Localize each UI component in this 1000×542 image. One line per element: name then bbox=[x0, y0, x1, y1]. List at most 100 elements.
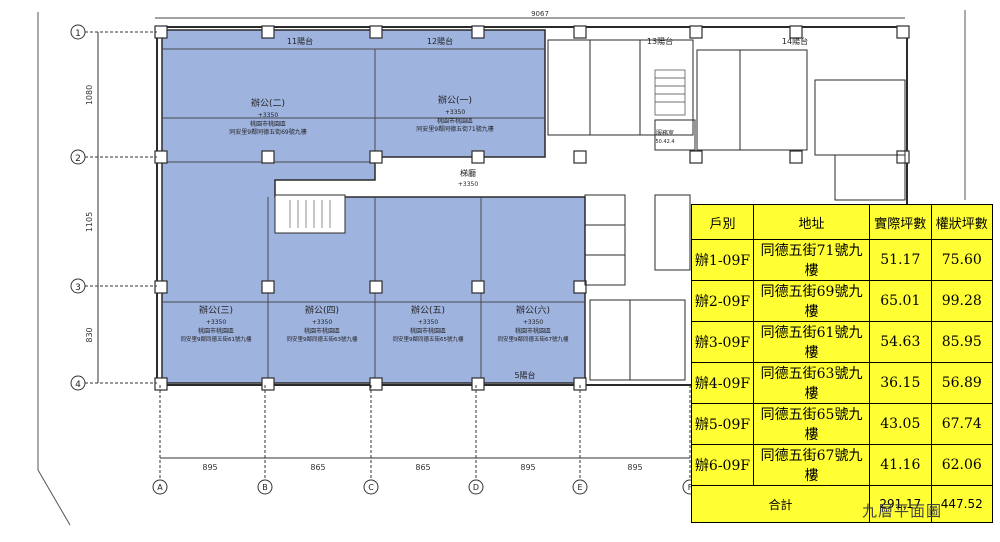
dim-left-3: 830 bbox=[85, 327, 94, 342]
office-5-address: 同安里9鄰同德五街65號九樓 bbox=[393, 335, 464, 343]
grid-col-b: B bbox=[262, 483, 268, 492]
office-6-org: 桃園市桃園區 bbox=[515, 327, 551, 335]
dim-bottom-4: 895 bbox=[520, 463, 535, 472]
dim-bottom-2: 865 bbox=[310, 463, 325, 472]
unit-address: 同德五街65號九樓 bbox=[752, 403, 871, 445]
office-2-elev: +3350 bbox=[258, 112, 278, 119]
unit-address: 同德五街69號九樓 bbox=[752, 280, 871, 322]
office-1-address: 同安里9鄰同德五街71號九樓 bbox=[416, 125, 493, 133]
office-3-name: 辦公(三) bbox=[199, 304, 233, 316]
balcony-13: 13陽台 bbox=[647, 36, 673, 46]
office-2-address: 同安里9鄰同德五街69號九樓 bbox=[229, 128, 306, 136]
header-address: 地址 bbox=[752, 204, 871, 240]
office-1-org: 桃園市桃園區 bbox=[437, 117, 473, 125]
table-total-row: 合計 291.17 447.52 bbox=[690, 485, 994, 523]
unit-deed-area: 67.74 bbox=[930, 403, 994, 445]
office-3-elev: +3350 bbox=[206, 319, 226, 326]
grid-row-3: 3 bbox=[75, 283, 81, 293]
unit-actual-area: 51.17 bbox=[869, 239, 932, 281]
grid-col-f: F bbox=[688, 483, 693, 492]
total-deed: 447.52 bbox=[930, 485, 994, 523]
unit-actual-area: 41.16 bbox=[869, 444, 932, 486]
grid-row-2: 2 bbox=[75, 154, 81, 164]
header-actual: 實際坪數 bbox=[869, 204, 932, 240]
office-3-org: 桃園市桃園區 bbox=[198, 327, 234, 335]
table-row: 辦6-09F 同德五街67號九樓 41.16 62.06 bbox=[691, 444, 994, 486]
unit-actual-area: 36.15 bbox=[869, 362, 932, 404]
grid-col-d: D bbox=[473, 483, 479, 492]
unit-id: 辦4-09F bbox=[691, 362, 754, 404]
unit-actual-area: 65.01 bbox=[869, 280, 932, 322]
grid-col-e: E bbox=[577, 483, 582, 492]
office-1-elev: +3350 bbox=[445, 109, 465, 116]
grid-row-1: 1 bbox=[75, 29, 81, 39]
dim-left-2: 1105 bbox=[85, 212, 94, 232]
unit-address: 同德五街67號九樓 bbox=[752, 444, 871, 486]
office-6-elev: +3350 bbox=[523, 319, 543, 326]
unit-address: 同德五街63號九樓 bbox=[752, 362, 871, 404]
dim-bottom-5: 895 bbox=[627, 463, 642, 472]
balcony-12: 12陽台 bbox=[427, 36, 453, 46]
office-1-name: 辦公(一) bbox=[438, 94, 472, 106]
unit-deed-area: 85.95 bbox=[930, 321, 994, 363]
unit-id: 辦3-09F bbox=[691, 321, 754, 363]
table-row: 辦5-09F 同德五街65號九樓 43.05 67.74 bbox=[691, 403, 994, 445]
office-2-name: 辦公(二) bbox=[251, 97, 285, 109]
unit-address: 同德五街71號九樓 bbox=[752, 239, 871, 281]
balcony-5: 5陽台 bbox=[514, 370, 535, 380]
office-5-elev: +3350 bbox=[418, 319, 438, 326]
unit-id: 辦6-09F bbox=[691, 444, 754, 486]
dim-left-1: 1080 bbox=[85, 85, 94, 105]
grid-rows bbox=[70, 24, 157, 391]
service-rooms bbox=[547, 39, 906, 381]
corridor-elev: +3350 bbox=[458, 181, 478, 188]
office-6-address: 同安里9鄰同德五街67號九樓 bbox=[498, 335, 569, 343]
unit-id: 辦2-09F bbox=[691, 280, 754, 322]
office-2-org: 桃園市桃園區 bbox=[250, 120, 286, 128]
grid-cols bbox=[152, 385, 913, 495]
table-row: 辦3-09F 同德五街61號九樓 54.63 85.95 bbox=[691, 321, 994, 363]
top-dimension: 9067 bbox=[531, 10, 549, 18]
dim-bottom-1: 895 bbox=[202, 463, 217, 472]
corridor-label: 梯廳 bbox=[460, 168, 476, 178]
office-4-elev: +3350 bbox=[312, 319, 332, 326]
grid-col-c: C bbox=[368, 483, 374, 492]
unit-actual-area: 43.05 bbox=[869, 403, 932, 445]
table-row: 辦2-09F 同德五街69號九樓 65.01 99.28 bbox=[691, 280, 994, 322]
balcony-14: 14陽台 bbox=[782, 36, 808, 46]
unit-deed-area: 56.89 bbox=[930, 362, 994, 404]
office-5-org: 桃園市桃園區 bbox=[410, 327, 446, 335]
stair-core bbox=[274, 194, 346, 234]
unit-id: 辦5-09F bbox=[691, 403, 754, 445]
office-4-org: 桃園市桃園區 bbox=[304, 327, 340, 335]
unit-area-table: 戶別 地址 實際坪數 權狀坪數 辦1-09F 同德五街71號九樓 51.17 7… bbox=[690, 204, 994, 523]
office-4-address: 同安里9鄰同德五街63號九樓 bbox=[287, 335, 358, 343]
unit-address: 同德五街61號九樓 bbox=[752, 321, 871, 363]
office-3-address: 同安里9鄰同德五街61號九樓 bbox=[181, 335, 252, 343]
table-header-row: 戶別 地址 實際坪數 權狀坪數 bbox=[691, 204, 994, 240]
unit-deed-area: 62.06 bbox=[930, 444, 994, 486]
unit-id: 辦1-09F bbox=[691, 239, 754, 281]
dim-bottom-3: 865 bbox=[415, 463, 430, 472]
office-6-name: 辦公(六) bbox=[516, 304, 550, 316]
unit-actual-area: 54.63 bbox=[869, 321, 932, 363]
table-row: 辦1-09F 同德五街71號九樓 51.17 75.60 bbox=[691, 239, 994, 281]
office-4-name: 辦公(四) bbox=[305, 304, 339, 316]
total-actual: 291.17 bbox=[869, 485, 932, 523]
balcony-11: 11陽台 bbox=[287, 36, 313, 46]
header-unit: 戶別 bbox=[691, 204, 754, 240]
service-room-label: 服務室 bbox=[656, 129, 674, 137]
office-5-name: 辦公(五) bbox=[411, 304, 445, 316]
grid-col-a: A bbox=[157, 483, 163, 492]
service-room-code: 50.42.4 bbox=[655, 139, 674, 145]
plan-title: 九層平面圖 bbox=[862, 502, 943, 520]
unit-deed-area: 99.28 bbox=[930, 280, 994, 322]
columns bbox=[154, 25, 910, 391]
site-boundary bbox=[37, 12, 71, 526]
table-row: 辦4-09F 同德五街63號九樓 36.15 56.89 bbox=[691, 362, 994, 404]
east-stair bbox=[654, 69, 686, 116]
unit-deed-area: 75.60 bbox=[930, 239, 994, 281]
grid-row-4: 4 bbox=[75, 380, 81, 390]
total-label: 合計 bbox=[690, 485, 871, 523]
